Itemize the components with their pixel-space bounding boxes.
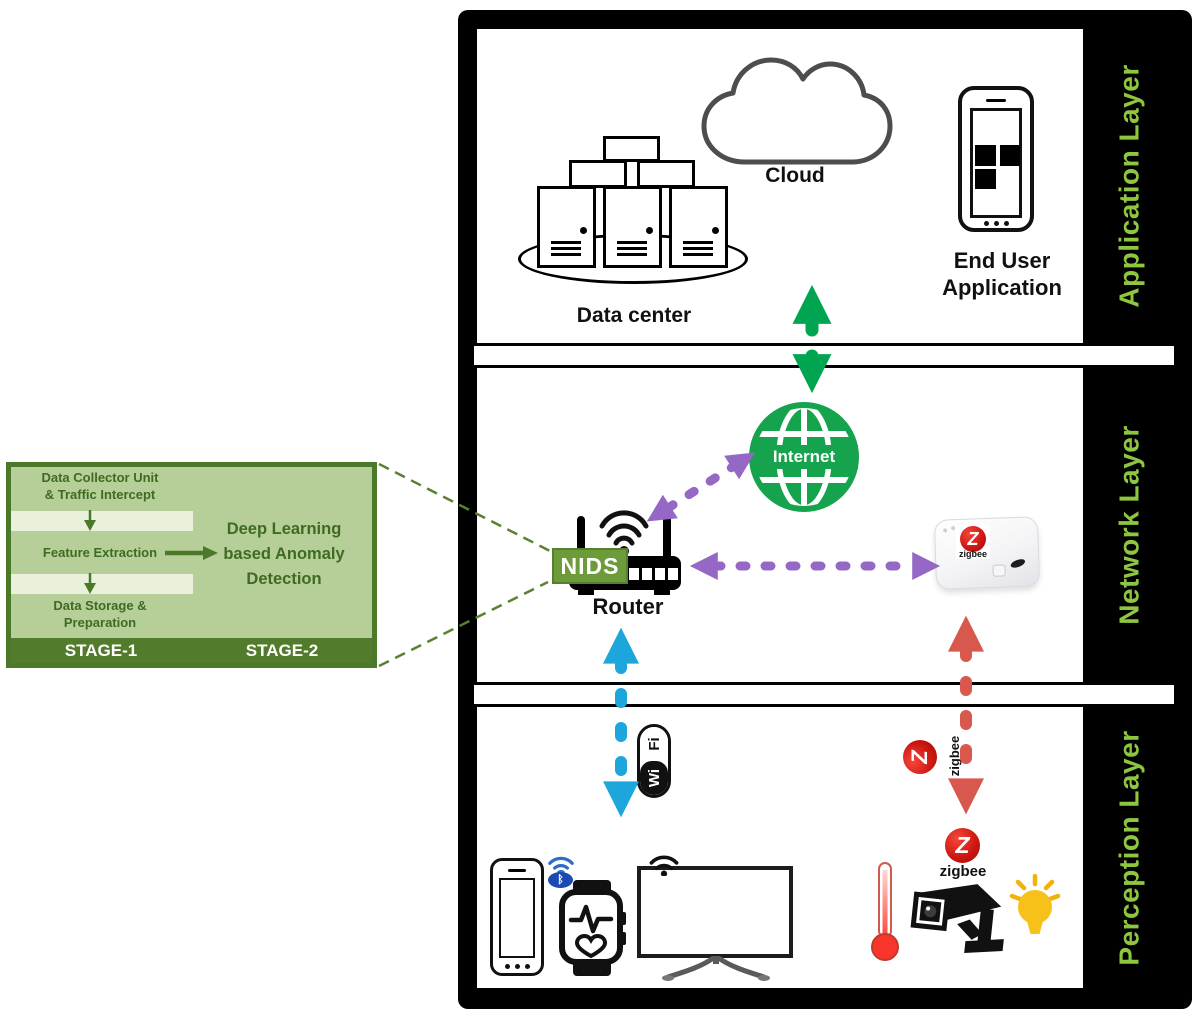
wifi-badge-icon: Wi Fi (637, 724, 671, 798)
zigbee-hub-text: zigbee (958, 549, 987, 559)
panel-deep-line3: Detection (246, 570, 322, 588)
panel-band-1 (11, 511, 193, 531)
zigbee-device-logo-icon: Z (945, 828, 980, 863)
datacenter-label: Data center (576, 304, 692, 327)
zigbee-rotated-text: zigbee (947, 735, 962, 777)
network-layer-text: Network Layer (1114, 425, 1145, 625)
router-antenna-right (663, 516, 671, 558)
server-back-top (603, 136, 660, 162)
zigbee-hub-logo: Z (956, 525, 990, 559)
server-back-left (569, 160, 627, 188)
zigbee-logo-icon: Z (960, 526, 986, 552)
stage-arrow-icon (165, 546, 218, 560)
nids-badge: NIDS (552, 548, 628, 584)
smart-tv-icon (637, 866, 793, 958)
server-tower-3 (669, 186, 728, 268)
nids-detail-panel (6, 462, 377, 668)
down-arrow-icon (84, 510, 96, 531)
server-back-right (637, 160, 695, 188)
perception-layer-text: Perception Layer (1114, 729, 1146, 966)
internet-label: Internet (772, 447, 836, 466)
panel-band-2 (11, 574, 193, 594)
down-arrow-icon (84, 573, 96, 594)
tv-stand-icon (662, 956, 770, 981)
stage-2-label: STAGE-2 (245, 641, 319, 660)
lightbulb-icon (1009, 874, 1061, 934)
panel-title-line1: Data Collector Unit (41, 470, 159, 485)
panel-deep-line2: based Anomaly (223, 545, 345, 563)
bluetooth-icon: ᛒ (548, 872, 573, 888)
panel-title-line2: & Traffic Intercept (44, 487, 156, 502)
smartphone-icon (490, 858, 544, 976)
cloud-icon (701, 57, 893, 165)
router-foot-left (578, 590, 594, 595)
zigbee-rotated-logo-icon: Z (903, 740, 937, 774)
router-antenna-left (577, 516, 585, 558)
stage-1-label: STAGE-1 (64, 641, 138, 660)
end-user-phone-icon (958, 86, 1034, 232)
layer-divider-2 (474, 685, 1174, 704)
server-tower-1 (537, 186, 596, 268)
panel-storage-line2: Preparation (63, 615, 137, 630)
router-foot-right (654, 590, 670, 595)
internet-globe-icon (749, 402, 859, 512)
application-layer-text: Application Layer (1114, 64, 1145, 308)
panel-stage-bar (11, 638, 372, 663)
panel-deep-line1: Deep Learning (226, 520, 342, 538)
application-layer-label: Application Layer (1086, 26, 1174, 346)
cloud-label: Cloud (765, 164, 825, 187)
network-layer-label: Network Layer (1086, 365, 1174, 685)
layer-divider-1 (474, 346, 1174, 365)
end-user-label-2: Application (942, 275, 1062, 300)
wifi-badge-wi: Wi (640, 761, 668, 795)
server-tower-2 (603, 186, 662, 268)
panel-storage-line1: Data Storage & (53, 598, 147, 613)
perception-layer-label: Perception Layer (1086, 704, 1174, 991)
wifi-badge-fi: Fi (640, 727, 668, 761)
security-camera-icon (910, 884, 1004, 954)
thermometer-icon (871, 862, 899, 961)
router-label: Router (592, 594, 664, 619)
panel-feature-extraction: Feature Extraction (42, 545, 158, 560)
end-user-label-1: End User (953, 248, 1051, 273)
tv-wifi-icon (649, 855, 679, 876)
zigbee-device-text: zigbee (939, 863, 987, 880)
smartwatch-icon (559, 880, 626, 976)
